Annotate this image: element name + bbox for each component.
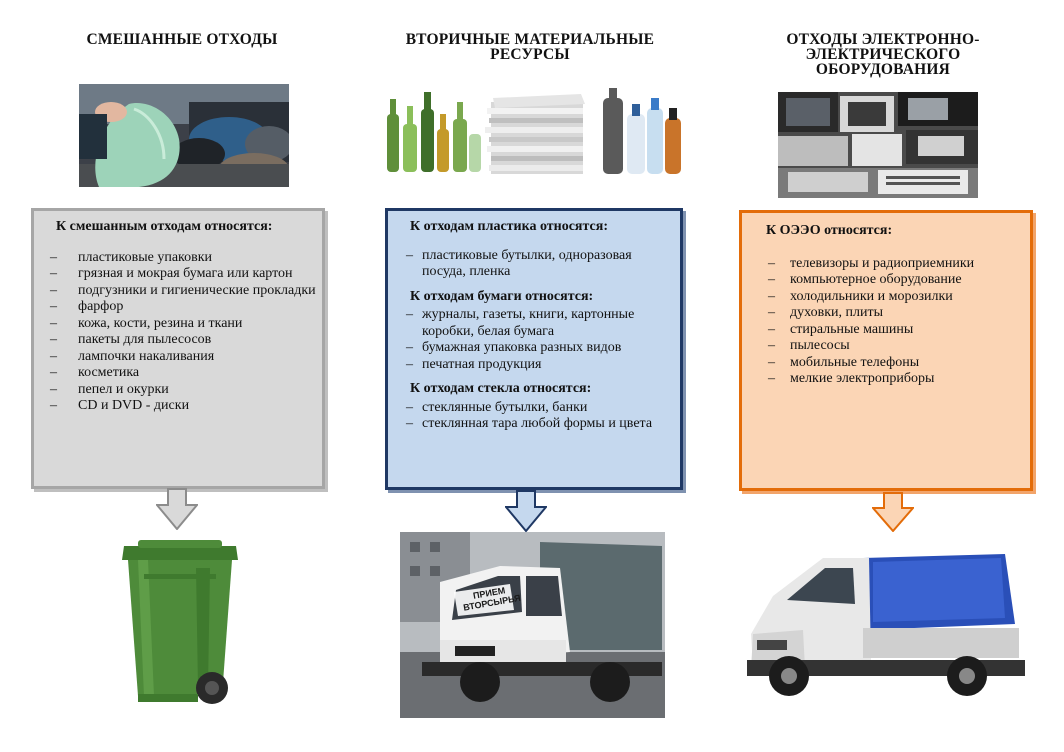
list-item: компьютерное оборудование — [746, 272, 1024, 289]
arrow-down-icon — [872, 492, 914, 532]
list-item: лампочки накаливания — [38, 349, 316, 366]
plastic-list: пластиковые бутылки, одноразовая посуда,… — [392, 248, 674, 281]
list-item: стеклянные бутылки, банки — [392, 400, 674, 417]
glass-header: К отходам стекла относятся: — [410, 381, 592, 396]
mixed-waste-box: К смешанным отходам относятся: пластиков… — [31, 208, 325, 489]
garbage-bag-photo — [79, 84, 289, 187]
title-mixed-waste: СМЕШАННЫЕ ОТХОДЫ — [86, 31, 278, 48]
title-electronic-waste: ОТХОДЫ ЭЛЕКТРОННО-ЭЛЕКТРИЧЕСКОГО ОБОРУДО… — [786, 31, 980, 78]
eee-waste-list: телевизоры и радиоприемники компьютерное… — [746, 256, 1024, 388]
list-item: пепел и окурки — [38, 382, 316, 399]
paper-list: журналы, газеты, книги, картонные коробк… — [392, 307, 674, 373]
list-item: подгузники и гигиенические прокладки — [38, 283, 316, 300]
list-item: пластиковые упаковки — [38, 250, 316, 267]
eee-waste-box: К ОЭЭО относятся: телевизоры и радиоприе… — [739, 210, 1033, 491]
list-item: бумажная упаковка разных видов — [392, 340, 674, 357]
electronic-waste-photo — [778, 92, 978, 198]
title-secondary-resources: ВТОРИЧНЫЕ МАТЕРИАЛЬНЫЕ РЕСУРСЫ — [405, 31, 655, 63]
eee-waste-header: К ОЭЭО относятся: — [766, 223, 893, 238]
list-item: мелкие электроприборы — [746, 371, 1024, 388]
blue-tarp-truck-icon — [747, 554, 1025, 696]
green-wheelie-bin-icon — [122, 540, 238, 704]
list-item: CD и DVD - диски — [38, 398, 316, 415]
list-item: фарфор — [38, 299, 316, 316]
mixed-waste-list: пластиковые упаковки грязная и мокрая бу… — [38, 250, 316, 415]
list-item: духовки, плиты — [746, 305, 1024, 322]
list-item: косметика — [38, 365, 316, 382]
glass-list: стеклянные бутылки, банки стеклянная тар… — [392, 400, 674, 433]
plastic-header: К отходам пластика относятся: — [410, 219, 609, 234]
list-item: журналы, газеты, книги, картонные коробк… — [392, 307, 674, 340]
mixed-waste-header: К смешанным отходам относятся: — [56, 219, 273, 234]
bottles-newspapers-photo — [381, 84, 683, 182]
list-item: пылесосы — [746, 338, 1024, 355]
list-item: печатная продукция — [392, 357, 674, 374]
secondary-resources-box: К отходам пластика относятся: пластиковы… — [385, 208, 683, 490]
recycling-truck-photo: ПРИЕМ ВТОРСЫРЬЯ — [400, 532, 665, 718]
list-item: мобильные телефоны — [746, 355, 1024, 372]
arrow-down-icon — [505, 490, 547, 532]
list-item: телевизоры и радиоприемники — [746, 256, 1024, 273]
list-item: кожа, кости, резина и ткани — [38, 316, 316, 333]
list-item: грязная и мокрая бумага или картон — [38, 266, 316, 283]
list-item: пакеты для пылесосов — [38, 332, 316, 349]
list-item: холодильники и морозилки — [746, 289, 1024, 306]
list-item: стиральные машины — [746, 322, 1024, 339]
paper-header: К отходам бумаги относятся: — [410, 288, 594, 304]
list-item: стеклянная тара любой формы и цвета — [392, 416, 674, 433]
arrow-down-icon — [156, 488, 198, 530]
list-item: пластиковые бутылки, одноразовая посуда,… — [392, 248, 674, 281]
